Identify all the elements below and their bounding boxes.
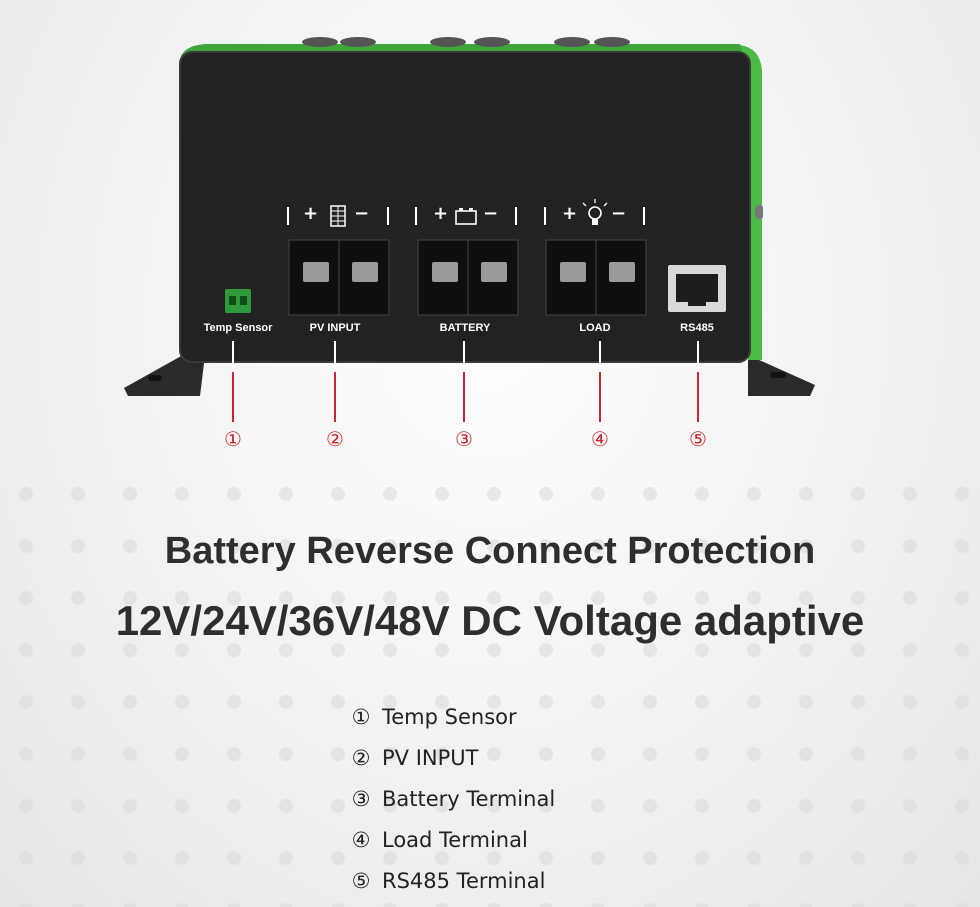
callout-4: ④: [591, 427, 609, 451]
load-label: LOAD: [579, 322, 611, 334]
legend-text: Load Terminal: [382, 827, 528, 852]
callout-1: ①: [224, 427, 242, 451]
callout-2: ②: [326, 427, 344, 451]
pv-plus-sign: +: [303, 203, 321, 224]
bulb-icon: [582, 199, 608, 225]
temp-sensor-label: Temp Sensor: [203, 322, 273, 334]
load-plus-sign: +: [562, 203, 580, 224]
headline-line-1: Battery Reverse Connect Protection: [164, 530, 816, 572]
legend-number: ②: [351, 745, 371, 770]
legend-number: ③: [351, 786, 371, 811]
battery-plus-sign: +: [433, 203, 451, 224]
legend-text: PV INPUT: [382, 745, 479, 770]
charge-controller-device: [124, 37, 815, 422]
rs485-label: RS485: [680, 322, 714, 334]
legend-item: ① Temp Sensor: [350, 696, 555, 737]
pv-input-label: PV INPUT: [309, 322, 361, 334]
legend-text: Battery Terminal: [382, 786, 556, 811]
solar-panel-icon: [330, 205, 346, 227]
callout-5: ⑤: [689, 427, 707, 451]
legend-item: ③ Battery Terminal: [350, 778, 556, 819]
legend-number: ⑤: [351, 868, 371, 893]
battery-label: BATTERY: [439, 322, 491, 334]
battery-minus-sign: −: [483, 203, 501, 224]
pv-minus-sign: −: [354, 203, 372, 224]
load-minus-sign: −: [611, 203, 629, 224]
legend-number: ①: [351, 704, 371, 729]
port-legend: ① Temp Sensor ② PV INPUT ③ Battery Termi…: [350, 696, 556, 901]
legend-item: ② PV INPUT: [350, 737, 555, 778]
headline-line-2: 12V/24V/36V/48V DC Voltage adaptive: [115, 597, 865, 644]
legend-text: RS485 Terminal: [382, 868, 546, 893]
legend-number: ④: [351, 827, 371, 852]
battery-icon: [455, 208, 477, 225]
callout-3: ③: [455, 427, 473, 451]
left-mounting-foot: [124, 355, 205, 396]
legend-item: ⑤ RS485 Terminal: [350, 860, 555, 901]
legend-text: Temp Sensor: [382, 704, 517, 729]
legend-item: ④ Load Terminal: [350, 819, 555, 860]
temp-sensor-connector: [225, 289, 251, 313]
